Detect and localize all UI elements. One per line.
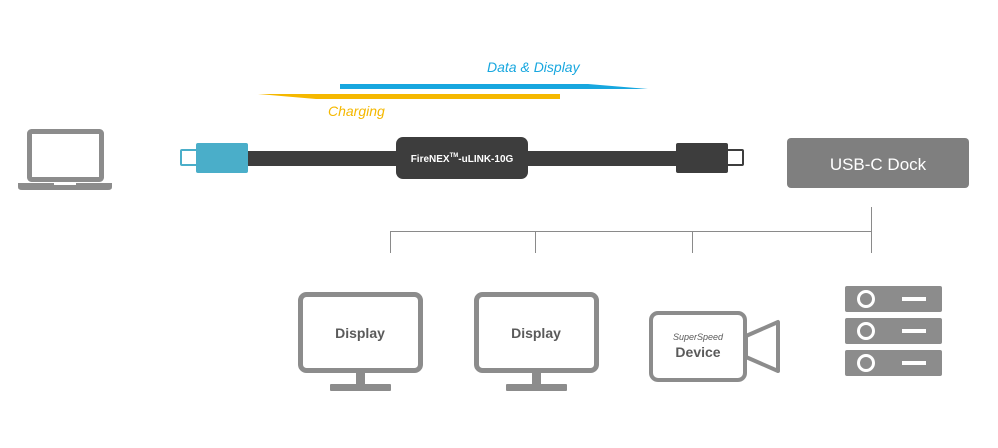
display-2-monitor-icon: Display <box>474 292 599 391</box>
data-display-arrow <box>340 84 648 89</box>
display-2-label: Display <box>511 325 561 341</box>
data-display-label: Data & Display <box>487 59 581 75</box>
extender-trademark: TM <box>450 153 459 159</box>
extender-module: FireNEXTM-uLINK-10G <box>396 137 528 179</box>
camera-label-top: SuperSpeed <box>673 332 724 342</box>
svg-text:FireNEXTM-uLINK-10G: FireNEXTM-uLINK-10G <box>411 153 514 165</box>
charging-arrow <box>258 94 560 99</box>
device-usb-c-connector <box>676 143 744 173</box>
display-1-monitor-icon: Display <box>298 292 423 391</box>
charging-label: Charging <box>328 103 385 119</box>
cable-right <box>528 151 678 166</box>
host-usb-c-connector <box>180 143 248 173</box>
superspeed-device-camera-icon: SuperSpeed Device <box>649 311 780 382</box>
display-1-label: Display <box>335 325 385 341</box>
cable-left <box>248 151 396 166</box>
server-rack-icon <box>845 286 942 376</box>
extender-name: FireNEX <box>411 154 450 165</box>
laptop-icon <box>18 129 112 190</box>
dock-label: USB-C Dock <box>830 155 927 174</box>
connection-tree <box>390 207 872 253</box>
usb-c-dock: USB-C Dock <box>787 138 969 188</box>
extender-model: -uLINK-10G <box>458 154 513 165</box>
camera-label-bottom: Device <box>675 344 720 360</box>
